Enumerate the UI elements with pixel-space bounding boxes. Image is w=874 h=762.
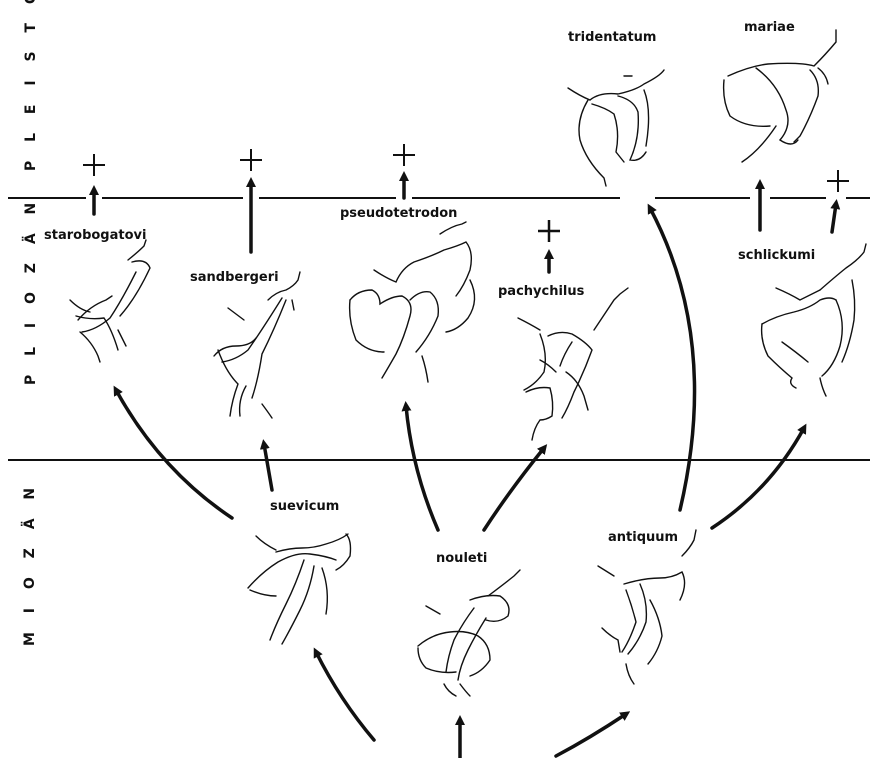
extinction-marks — [83, 144, 849, 242]
arrow-ancestor-suevicum — [316, 652, 374, 740]
arrow-nouleti-pseudotetrodon — [406, 406, 438, 530]
taxon-label-mariae: mariae — [744, 20, 795, 35]
taxon-label-starobogatovi: starobogatovi — [44, 228, 146, 243]
lineage-arrows — [94, 176, 836, 758]
tooth-antiquum — [598, 530, 696, 684]
arrow-schlickumi-extinct — [832, 204, 836, 232]
extinction-cross-sandbergeri — [240, 149, 262, 171]
era-label-pleistocene: P L E I S T O Z Ä N — [23, 1, 39, 171]
tooth-sandbergeri — [214, 272, 300, 418]
tooth-schlickumi — [762, 244, 866, 396]
tooth-sketches — [70, 30, 866, 696]
taxon-label-pseudotetrodon: pseudotetrodon — [340, 206, 457, 221]
tooth-tridentatum — [568, 70, 664, 186]
tooth-pachychilus — [518, 288, 628, 440]
arrow-antiquum-schlickumi — [712, 428, 804, 528]
arrow-ancestor-antiquum — [556, 714, 626, 756]
tooth-pseudotetrodon — [350, 222, 475, 382]
arrow-suevicum-starobogatovi — [116, 390, 232, 518]
arrow-suevicum-sandbergeri — [264, 444, 272, 490]
tooth-mariae — [724, 30, 836, 162]
taxon-label-tridentatum: tridentatum — [568, 30, 656, 45]
taxon-label-schlickumi: schlickumi — [738, 248, 815, 263]
tooth-suevicum — [248, 534, 351, 644]
taxon-label-nouleti: nouleti — [436, 551, 487, 566]
taxon-label-suevicum: suevicum — [270, 499, 339, 514]
tooth-starobogatovi — [70, 240, 150, 362]
arrow-antiquum-tridentatum — [650, 208, 695, 510]
era-label-pliocene: P L I O Z Ä N — [23, 275, 39, 385]
extinction-cross-pachychilus — [538, 220, 560, 242]
extinction-cross-pseudotetrodon — [393, 144, 415, 166]
taxon-label-sandbergeri: sandbergeri — [190, 270, 279, 285]
era-label-miocene: M I O Z Ä N — [22, 546, 38, 646]
tooth-nouleti — [418, 570, 520, 696]
extinction-cross-schlickumi — [827, 170, 849, 192]
taxon-label-pachychilus: pachychilus — [498, 284, 584, 299]
taxon-label-antiquum: antiquum — [608, 530, 678, 545]
extinction-cross-starobogatovi — [83, 154, 105, 176]
